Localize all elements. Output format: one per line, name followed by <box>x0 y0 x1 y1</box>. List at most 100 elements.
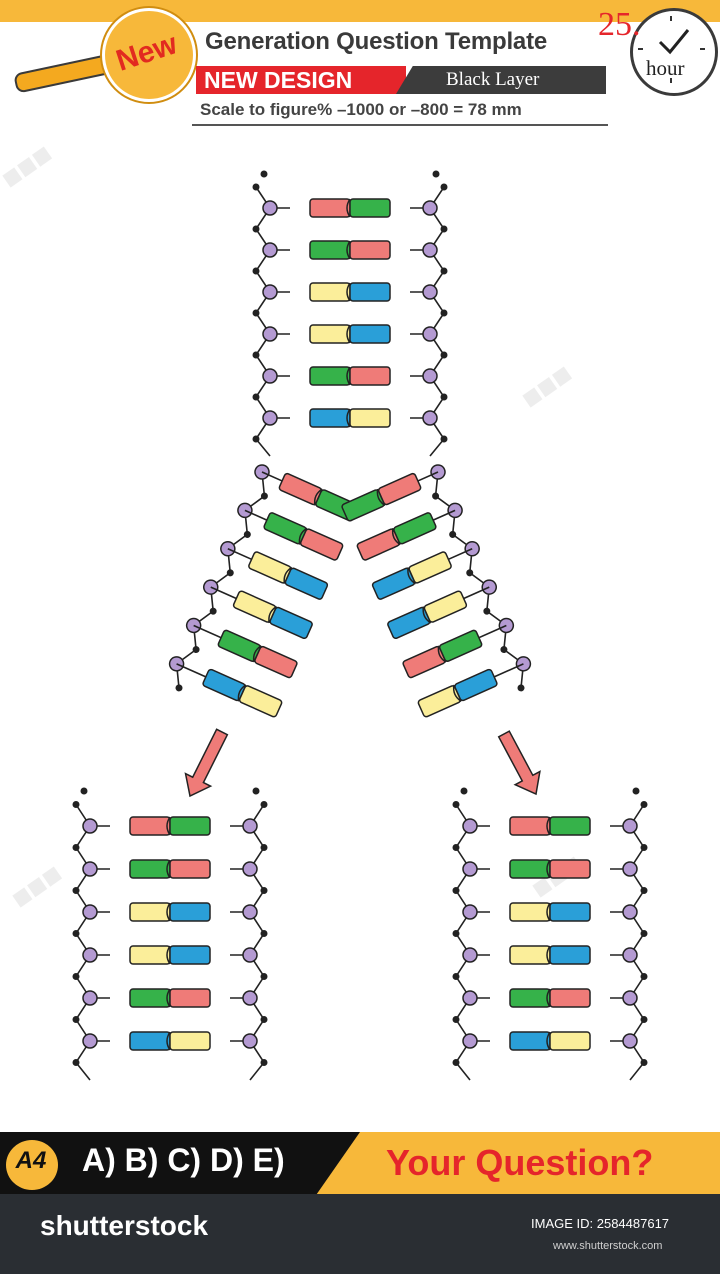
bond-notch <box>166 816 171 836</box>
red-base <box>349 366 391 386</box>
blue-base <box>309 408 351 428</box>
phosphate-node <box>262 410 278 426</box>
bond-notch <box>546 902 551 922</box>
phosphate-node <box>481 579 497 595</box>
green-base <box>129 859 171 879</box>
bond-notch <box>313 488 323 506</box>
sugar-dot <box>72 801 80 808</box>
blue-base <box>202 668 246 702</box>
blue-base <box>269 606 313 640</box>
bond-notch <box>407 567 416 585</box>
black-layer-bar <box>396 66 606 94</box>
sugar-dot <box>466 569 474 577</box>
bond-notch <box>346 240 351 260</box>
sugar-dot <box>260 801 268 808</box>
green-base <box>509 859 551 879</box>
red-base <box>349 240 391 260</box>
base-pair <box>309 408 391 428</box>
phosphate-node <box>242 904 258 920</box>
green-base <box>309 366 351 386</box>
yellow-base <box>238 685 283 718</box>
sugar-dot <box>252 225 260 233</box>
stock-logo[interactable]: shutterstock <box>40 1210 209 1241</box>
green-base <box>509 988 551 1008</box>
clock-icon <box>630 8 718 96</box>
sugar-dot <box>483 607 491 615</box>
phosphate-node <box>82 1033 98 1049</box>
yellow-base <box>509 902 551 922</box>
sugar-dot <box>72 1059 80 1066</box>
stock-url[interactable]: www.shutterstock.com <box>553 1240 663 1252</box>
base-pair <box>129 859 211 879</box>
base-pair <box>417 668 498 718</box>
phosphate-node <box>622 1033 638 1049</box>
yellow-base <box>129 945 171 965</box>
sugar-dot <box>449 530 457 538</box>
sugar-dot <box>640 1059 648 1066</box>
base-pair <box>129 1031 211 1051</box>
sugar-dot <box>640 844 648 851</box>
sugar-dot <box>452 930 460 937</box>
bond-notch <box>346 198 351 218</box>
bond-notch <box>166 859 171 879</box>
sugar-dot <box>440 225 448 233</box>
phosphate-node <box>254 464 270 480</box>
yellow-base <box>309 324 351 344</box>
sugar-dot <box>243 530 251 538</box>
sugar-dot <box>640 887 648 894</box>
new-badge-icon <box>102 8 196 102</box>
red-base <box>299 528 344 561</box>
red-base <box>169 988 211 1008</box>
stock-footer <box>0 1194 720 1274</box>
green-base <box>217 629 262 662</box>
phosphate-node <box>462 1033 478 1049</box>
page-title: Generation Question Template <box>205 28 548 55</box>
bond-notch <box>346 408 351 428</box>
sugar-dot <box>440 435 448 443</box>
green-base <box>263 512 307 545</box>
sugar-dot <box>640 1016 648 1023</box>
phosphate-node <box>422 284 438 300</box>
a4-badge-icon <box>4 1138 60 1192</box>
daughter-dna-left <box>72 787 268 1081</box>
answer-options: A) B) C) D) E) <box>82 1142 285 1178</box>
base-pair <box>509 902 591 922</box>
bond-notch <box>391 528 401 546</box>
sugar-dot <box>260 887 268 894</box>
blue-base <box>387 606 431 640</box>
red-base <box>129 816 171 836</box>
yellow-base <box>509 945 551 965</box>
phosphate-node <box>422 326 438 342</box>
sugar-dot <box>252 393 260 401</box>
base-pair <box>356 512 437 561</box>
phosphate-node <box>242 990 258 1006</box>
red-base <box>278 472 323 506</box>
yellow-base <box>423 590 468 623</box>
sugar-dot <box>80 787 88 795</box>
sugar-dot <box>432 170 440 178</box>
phosphate-node <box>462 818 478 834</box>
blue-base <box>371 567 416 600</box>
blue-base <box>169 945 211 965</box>
phosphate-node <box>622 818 638 834</box>
phosphate-node <box>262 368 278 384</box>
base-pair <box>202 668 283 718</box>
sugar-dot <box>452 844 460 851</box>
phosphate-node <box>242 861 258 877</box>
dna-replication-diagram <box>72 170 648 1081</box>
bond-notch <box>268 605 277 624</box>
sugar-dot <box>175 684 183 692</box>
phosphate-node <box>622 947 638 963</box>
daughter-dna-right <box>452 787 648 1081</box>
sugar-dot <box>192 646 200 654</box>
sugar-dot <box>252 787 260 795</box>
phosphate-node <box>422 242 438 258</box>
red-base <box>509 816 551 836</box>
bond-notch <box>376 488 386 507</box>
sugar-dot <box>440 393 448 401</box>
phosphate-node <box>168 656 185 672</box>
scale-underline <box>192 124 608 126</box>
yellow-base <box>408 551 452 584</box>
title-row <box>190 22 640 66</box>
header-band <box>0 0 720 22</box>
